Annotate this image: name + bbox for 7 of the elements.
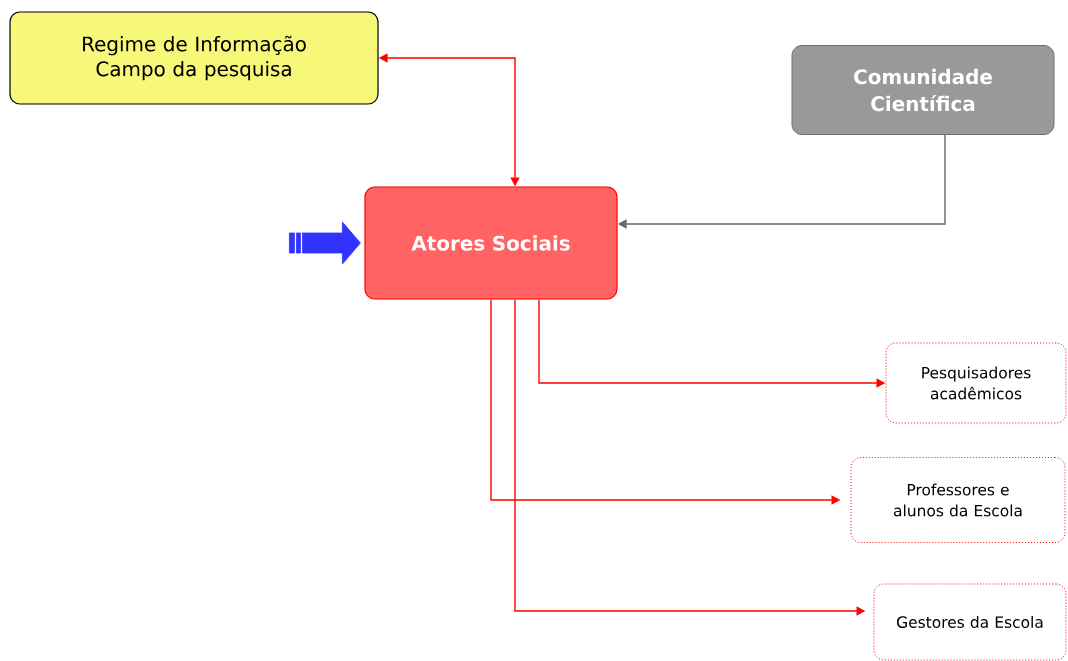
group-box: Comunidade Científica: [791, 45, 1055, 135]
target-box: Professores e alunos da Escola: [850, 457, 1066, 543]
topic-box: Regime de Informação Campo da pesquisa: [9, 11, 379, 105]
target-box: Pesquisadores acadêmicos: [885, 342, 1067, 424]
block-arrow: [289, 221, 361, 265]
process-box: Atores Sociais: [364, 186, 618, 300]
target-box: Gestores da Escola: [873, 583, 1067, 661]
